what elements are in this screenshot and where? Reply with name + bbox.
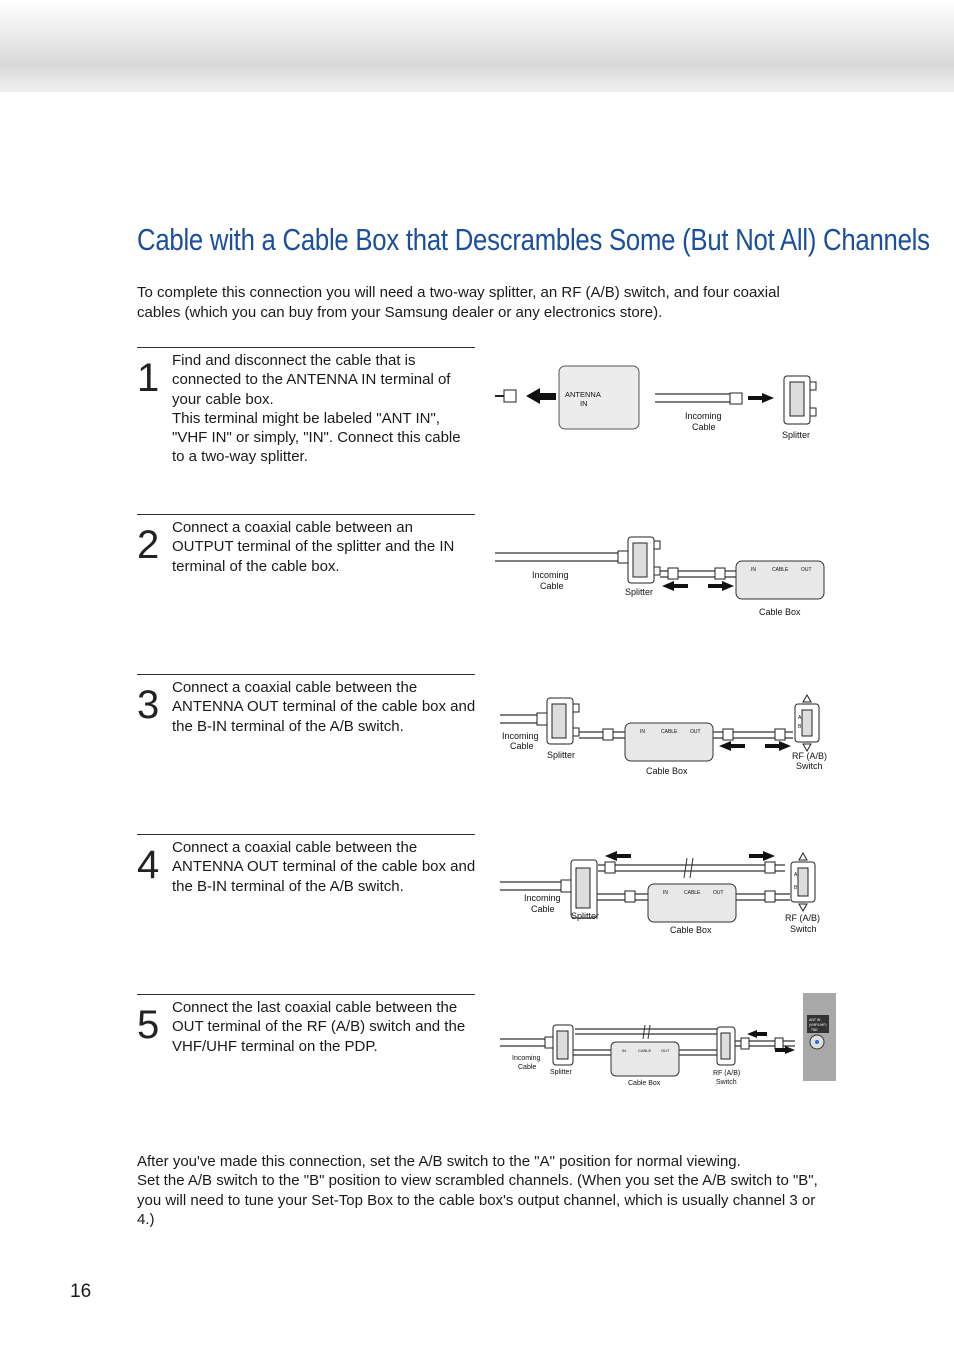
pdp-terminal-label-plate	[807, 1015, 829, 1033]
antenna-label: ANTENNA	[565, 390, 601, 399]
incoming-label: Cable	[531, 904, 555, 914]
box-cable-label: CABLE	[661, 729, 678, 735]
switch-a-label: A	[794, 872, 798, 878]
rf-switch-label: Switch	[796, 761, 823, 771]
cable-box-icon	[624, 722, 714, 762]
connector	[503, 389, 517, 403]
step-number: 1	[137, 356, 160, 400]
box-out-label: OUT	[801, 567, 812, 573]
cable-box-label: Cable Box	[759, 607, 801, 617]
step-1: 1 Find and disconnect the cable that is …	[137, 347, 475, 465]
arrow-left-icon	[526, 388, 556, 404]
splitter-label: Splitter	[571, 911, 599, 921]
cable-box-icon	[647, 883, 737, 923]
connector	[729, 392, 743, 405]
switch-b-label: B	[798, 724, 802, 730]
box-cable-label: CABLE	[638, 1048, 651, 1053]
step-2: 2 Connect a coaxial cable between an OUT…	[137, 514, 475, 575]
rf-switch-label: Switch	[716, 1079, 737, 1086]
step-number: 3	[137, 683, 160, 727]
incoming-label: Cable	[540, 581, 564, 591]
box-out-label: OUT	[661, 1048, 670, 1053]
splitter-label: Splitter	[547, 750, 575, 760]
outro-line-2: Set the A/B switch to the "B" position t…	[137, 1172, 818, 1228]
arrow-left-icon	[662, 581, 688, 591]
rf-switch-label: Switch	[790, 924, 817, 934]
cable-box-label: Cable Box	[670, 925, 712, 935]
splitter-label: Splitter	[625, 587, 653, 597]
step-text: Connect a coaxial cable between the ANTE…	[172, 839, 476, 895]
splitter-label: Splitter	[550, 1069, 572, 1076]
outro-line-1: After you've made this connection, set t…	[137, 1153, 741, 1170]
box-in-label: IN	[751, 567, 756, 573]
rf-switch-label: RF (A/B)	[713, 1070, 740, 1077]
pdp-label: ANT IN	[809, 1018, 821, 1022]
rf-switch-label: RF (A/B)	[792, 751, 827, 761]
incoming-label: Cable	[510, 741, 534, 751]
box-out-label: OUT	[713, 890, 724, 896]
step-number: 4	[137, 843, 160, 887]
box-out-label: OUT	[690, 729, 701, 735]
box-cable-label: CABLE	[684, 890, 701, 896]
step-text: Connect a coaxial cable between the ANTE…	[172, 679, 476, 735]
incoming-label: Cable	[518, 1064, 536, 1071]
switch-a-label: A	[798, 715, 802, 721]
header-band	[0, 0, 954, 92]
incoming-label: Incoming	[685, 411, 722, 421]
step-text: Find and disconnect the cable that is co…	[172, 352, 461, 466]
switch-b-label: B	[794, 885, 798, 891]
cable-box-panel	[558, 365, 640, 430]
intro-paragraph: To complete this connection you will nee…	[137, 284, 780, 321]
pdp-label: 75Ω	[811, 1028, 818, 1032]
page-title: Cable with a Cable Box that Descrambles …	[137, 222, 930, 257]
incoming-label: Cable	[692, 422, 716, 432]
step-3: 3 Connect a coaxial cable between the AN…	[137, 674, 475, 735]
incoming-label: Incoming	[502, 731, 539, 741]
arrow-right-icon	[775, 1046, 795, 1054]
step-4: 4 Connect a coaxial cable between the AN…	[137, 834, 475, 895]
arrow-right-icon	[708, 581, 734, 591]
cable-box-label: Cable Box	[628, 1080, 661, 1087]
arrow-left-icon	[747, 1030, 767, 1038]
diagram-step-5: ANT IN (VHF/UHF) 75Ω IN CABLE OUT Incomi…	[500, 993, 836, 1087]
step-text: Connect the last coaxial cable between t…	[172, 999, 466, 1055]
box-cable-label: CABLE	[772, 567, 789, 573]
box-in-label: IN	[663, 890, 668, 896]
diagram-step-1: ANTENNA IN Incoming Cable Splitter	[495, 365, 817, 440]
cable-box-icon	[735, 560, 825, 600]
pdp-label: (VHF/UHF)	[809, 1023, 827, 1027]
arrow-left-icon	[719, 741, 745, 751]
step-5: 5 Connect the last coaxial cable between…	[137, 994, 475, 1055]
rf-switch-label: RF (A/B)	[785, 913, 820, 923]
cable-box-icon	[610, 1041, 680, 1077]
splitter-label: Splitter	[782, 430, 810, 440]
box-in-label: IN	[640, 729, 645, 735]
incoming-label: Incoming	[512, 1055, 541, 1062]
cable-box-label: Cable Box	[646, 766, 688, 776]
arrow-left-icon	[605, 851, 631, 861]
step-text: Connect a coaxial cable between an OUTPU…	[172, 519, 455, 575]
antenna-label: IN	[580, 399, 588, 408]
diagram-step-2: IN CABLE OUT Incoming Cable Splitter Cab…	[495, 536, 825, 617]
page-number: 16	[70, 1281, 92, 1302]
arrow-right-icon	[748, 393, 774, 403]
diagram-step-4: IN CABLE OUT A B Incoming Cable Splitter…	[500, 851, 820, 935]
incoming-label: Incoming	[532, 570, 569, 580]
arrow-right-icon	[749, 851, 775, 861]
arrow-right-icon	[765, 741, 791, 751]
box-in-label: IN	[622, 1048, 626, 1053]
diagram-step-3: IN CABLE OUT A B Incoming Cable Splitter…	[500, 693, 827, 776]
step-number: 2	[137, 523, 160, 567]
step-number: 5	[137, 1003, 160, 1047]
outro-paragraph: After you've made this connection, set t…	[137, 1152, 827, 1229]
incoming-label: Incoming	[524, 893, 561, 903]
